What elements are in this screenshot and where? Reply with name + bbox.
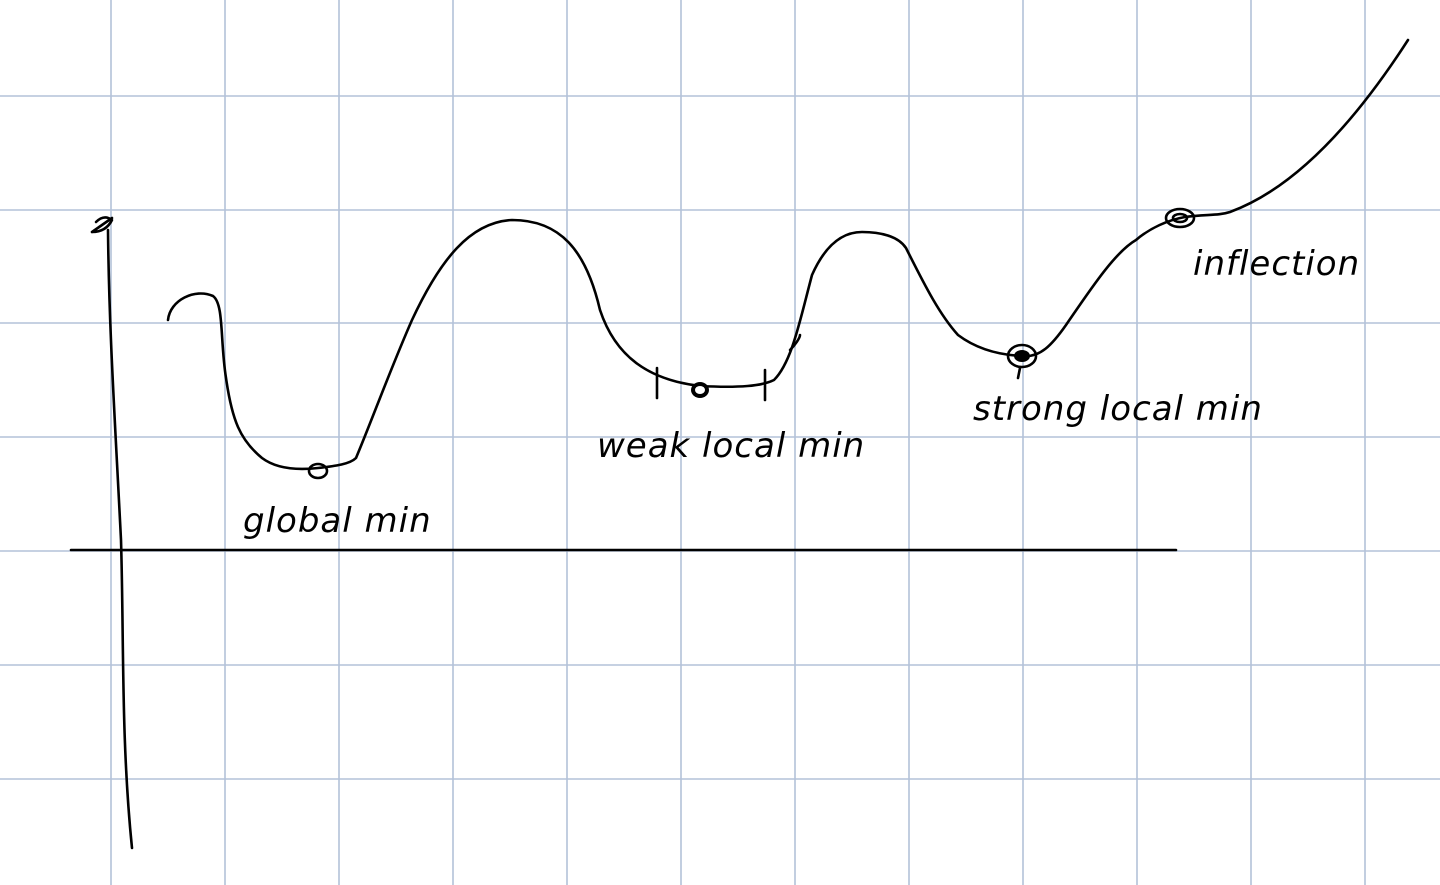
global-min-marker xyxy=(307,462,329,480)
label-inflection: inflection xyxy=(1193,244,1360,284)
y-axis-arrow-icon xyxy=(90,216,114,234)
inflection-marker xyxy=(1164,207,1196,229)
label-global-min: global min xyxy=(243,501,432,541)
strong-local-min-marker xyxy=(1006,343,1038,380)
label-weak-local-min: weak local min xyxy=(597,426,865,466)
axes xyxy=(69,216,1178,850)
y-axis xyxy=(106,228,134,850)
global-min-point-icon xyxy=(307,462,329,480)
weak-min-flat-segment xyxy=(788,333,802,352)
strong-local-min-point-icon xyxy=(1006,343,1038,369)
weak-local-min-marker xyxy=(691,382,709,398)
label-strong-local-min: strong local min xyxy=(973,389,1263,429)
inflection-point-icon xyxy=(1164,207,1196,229)
